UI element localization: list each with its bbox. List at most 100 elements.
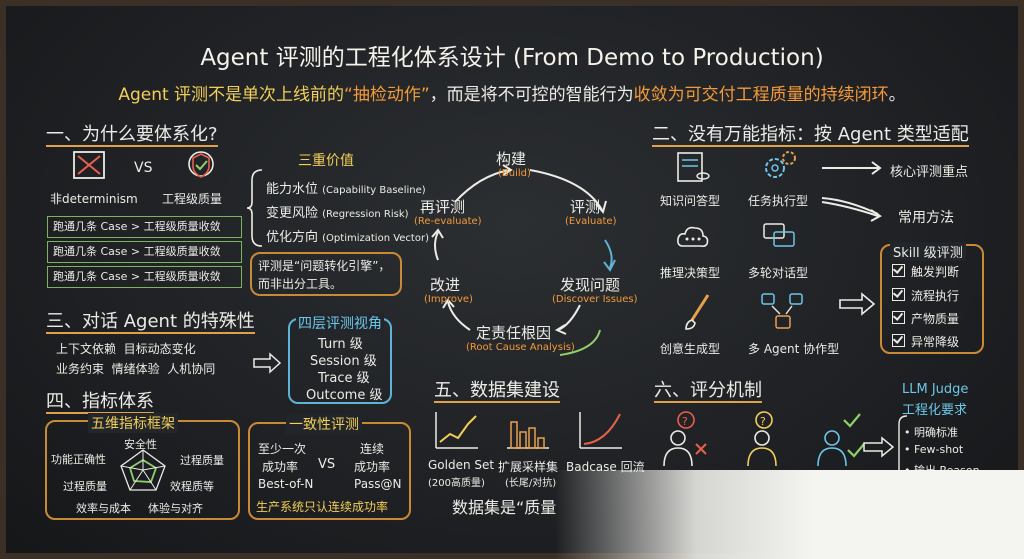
skill-item: 异常降级 <box>892 333 959 350</box>
cycle-improve-en: (Improve) <box>424 294 473 305</box>
value-item: 变更风险 (Regression Risk) <box>266 202 409 221</box>
consistency-left-mid: 成功率 <box>262 460 299 474</box>
judge-title-2: 工程化要求 <box>902 403 968 418</box>
golden-set-chart-icon <box>435 412 478 449</box>
judge-question-person-icon: ? <box>747 411 777 467</box>
quality-shield-icon <box>188 151 214 178</box>
consistency-footer: 生产系统只认连续成功率 <box>256 500 389 514</box>
case-row: 跑通几条 Case > 工程级质量收敛 <box>47 241 242 263</box>
dialogue-traits-line2: 业务约束 情绪体验 人机协同 <box>56 362 216 376</box>
dataset-quote: 数据集是“质量 <box>452 498 557 517</box>
watermark-fade <box>555 470 1024 559</box>
consistency-vs: VS <box>318 457 336 472</box>
dim-label: 安全性 <box>124 438 157 451</box>
task-gear-icon <box>765 151 796 178</box>
value-en: (Capability Baseline) <box>322 185 426 196</box>
multi-agent-robots-icon <box>761 293 803 329</box>
section-3-title-text: 三、对话 Agent 的特殊性 <box>46 311 255 334</box>
badcase-curve-icon <box>579 412 622 449</box>
view-arrow <box>253 352 282 374</box>
judge-wrong-person-icon: ? <box>663 411 707 467</box>
dim-label: 体验与对齐 <box>148 502 203 515</box>
judge-correct-person-icon <box>817 413 865 467</box>
type-label: 任务执行型 <box>748 194 809 208</box>
judge-item: • 明确标准 <box>904 426 958 439</box>
skill-item-label: 触发判断 <box>911 265 960 279</box>
evaluation-cycle-arrows <box>431 164 616 356</box>
judge-item-label: 明确标准 <box>914 426 958 439</box>
consistency-left-bottom: Best-of-N <box>258 477 314 491</box>
multi-turn-chat-icon <box>763 223 795 247</box>
cycle-rootcause-en: (Root Cause Analysis) <box>466 342 575 353</box>
cycle-reeval-en: (Re-evaluate) <box>414 216 482 227</box>
cycle-rootcause: 定责任根因 <box>476 324 552 342</box>
section-4-title-text: 四、指标体系 <box>46 391 154 414</box>
consistency-right-mid: 成功率 <box>354 460 391 474</box>
sampling-bars-icon <box>507 421 549 449</box>
value-en: (Optimization Vector) <box>322 233 429 244</box>
value-item: 能力水位 (Capability Baseline) <box>266 178 426 197</box>
engineering-quality-label: 工程级质量 <box>162 192 223 206</box>
consistency-left-top: 至少一次 <box>258 442 307 456</box>
section-1-title: 一、为什么要体系化? <box>46 120 218 147</box>
subtitle-end: 。 <box>888 85 906 105</box>
judge-arrow <box>863 436 895 458</box>
flow-arrows <box>821 161 882 222</box>
skill-item-label: 产物质量 <box>911 312 960 326</box>
engine-note-box <box>250 252 402 296</box>
radar-icon <box>120 449 166 491</box>
view-item: Trace 级 <box>318 371 370 386</box>
dialogue-traits-line1: 上下文依赖 目标动态变化 <box>56 342 196 356</box>
section-4-title: 四、指标体系 <box>46 387 154 414</box>
checkbox-icon <box>892 264 905 277</box>
cycle-build-en: (Build) <box>498 168 531 179</box>
cycle-discover: 发现问题 <box>560 276 621 294</box>
framework-title: 五维指标框架 <box>88 413 178 433</box>
methods-label: 常用方法 <box>898 210 954 226</box>
judge-item-label: Few-shot <box>914 443 964 456</box>
checkbox-icon <box>892 288 905 301</box>
creative-brush-icon <box>685 294 710 330</box>
subtitle-emphasis: 收敛为可交付工程质量的持续闭环 <box>633 85 889 105</box>
svg-text:?: ? <box>760 415 766 428</box>
skill-title: Skill 级评测 <box>890 242 966 261</box>
cycle-discover-en: (Discover Issues) <box>552 294 638 305</box>
dim-label: 效程质等 <box>170 480 214 493</box>
judge-item: • Few-shot <box>904 443 964 456</box>
skill-item: 产物质量 <box>892 310 959 327</box>
engine-note-line2: 而非出分工具。 <box>258 277 343 291</box>
section-6-title: 六、评分机制 <box>654 376 762 403</box>
type-label: 多 Agent 协作型 <box>748 342 840 356</box>
case-row: 跑通几条 Case > 工程级质量收敛 <box>47 216 242 238</box>
judge-title-1: LLM Judge <box>902 382 969 397</box>
type-label: 创意生成型 <box>660 342 721 356</box>
type-label: 推理决策型 <box>660 266 721 280</box>
four-views-title: 四层评测视角 <box>296 313 384 333</box>
skill-item-label: 流程执行 <box>911 289 960 303</box>
cycle-build: 构建 <box>496 150 527 168</box>
value-en: (Regression Risk) <box>322 209 409 220</box>
focus-label: 核心评测重点 <box>890 165 969 180</box>
dim-label: 效率与成本 <box>76 502 131 515</box>
cycle-evaluate-en: (Evaluate) <box>565 216 617 227</box>
nondeterminism-label: 非determinism <box>50 192 138 206</box>
svg-text:?: ? <box>682 415 688 428</box>
cycle-evaluate: 评测 <box>570 198 601 216</box>
case-row: 跑通几条 Case > 工程级质量收敛 <box>47 266 242 288</box>
knowledge-qa-icon <box>677 152 710 182</box>
checkbox-icon <box>892 334 905 347</box>
page-subtitle: Agent 评测不是单次上线前的“抽检动作”，而是将不可控的智能行为收敛为可交付… <box>0 80 1024 105</box>
dataset-label: Golden Set <box>428 458 495 472</box>
section-2-title-text: 二、没有万能指标：按 Agent 类型适配 <box>652 124 969 147</box>
value-bracket <box>246 169 263 247</box>
section-5-title-text: 五、数据集建设 <box>434 380 560 403</box>
section-1-title-text: 一、为什么要体系化? <box>46 124 218 147</box>
view-item: Turn 级 <box>318 337 363 352</box>
dim-label: 过程质量 <box>63 480 107 493</box>
dim-label: 过程质量 <box>180 454 224 467</box>
skill-arrow <box>839 292 876 316</box>
dim-label: 功能正确性 <box>51 453 106 466</box>
skill-item: 触发判断 <box>892 263 959 280</box>
cycle-reeval: 再评测 <box>420 198 466 216</box>
